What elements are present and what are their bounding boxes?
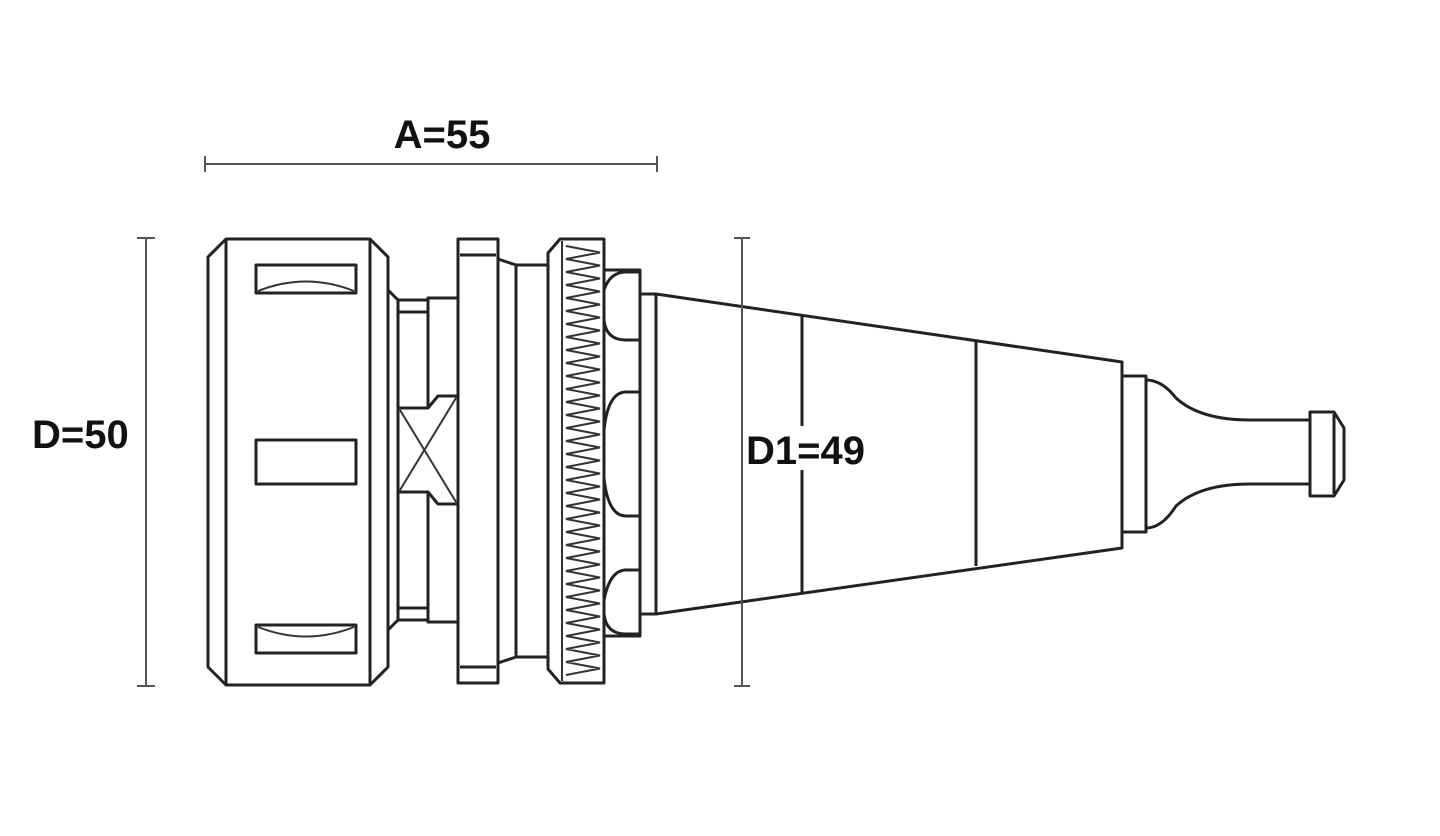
nut-slot-bottom — [254, 623, 358, 655]
dimension-d1-label: D1=49 — [746, 429, 865, 473]
dimension-d: D=50 — [32, 237, 155, 687]
bearing-collar — [602, 268, 642, 638]
pull-stud — [1120, 374, 1346, 534]
nut-slot-middle — [254, 438, 358, 486]
holder-neck — [386, 288, 460, 632]
dimension-d-label: D=50 — [32, 413, 129, 457]
knurled-ring — [546, 237, 606, 685]
nut-slot-top — [254, 263, 358, 295]
pull-stud-knob — [1308, 410, 1346, 498]
dimension-a-label: A=55 — [394, 113, 491, 157]
dimension-a: A=55 — [204, 113, 658, 172]
dimension-d1: D1=49 — [734, 237, 868, 687]
taper-shank — [638, 292, 1124, 616]
collet-nut — [206, 237, 390, 687]
flange — [456, 237, 550, 685]
wrench-flat — [396, 394, 460, 506]
